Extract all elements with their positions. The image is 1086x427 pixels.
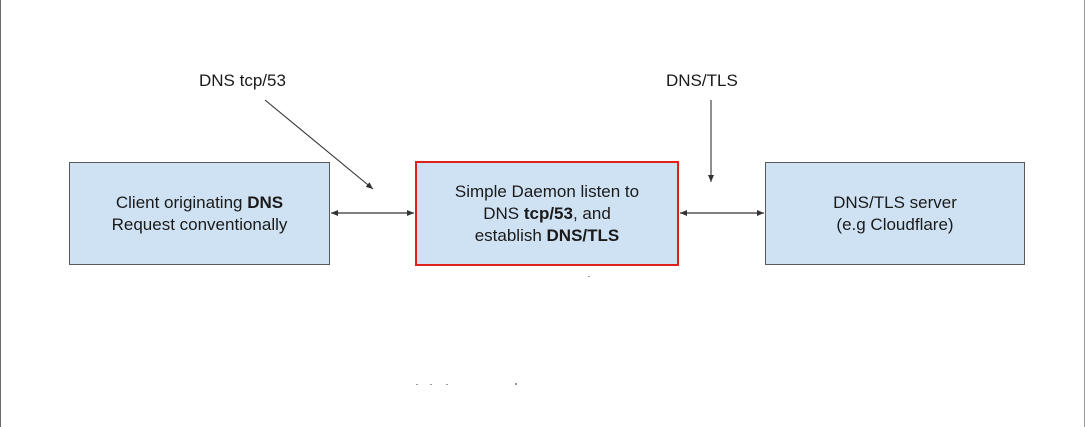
speck-1 [588,276,590,277]
daemon-line1: Simple Daemon listen to [454,181,640,201]
server-line1: DNS/TLS server [833,192,957,212]
daemon-line2-suffix: , and [572,203,611,223]
client-line2: Request conventionally [111,214,288,234]
daemon-line2-prefix: DNS [483,203,524,223]
client-node-text: Client originating DNS Request conventio… [112,192,288,236]
client-node: Client originating DNS Request conventio… [69,162,330,265]
speck-5 [515,383,517,385]
label-dns-tcp53: DNS tcp/53 [199,71,286,90]
daemon-line3-bold: DNS/TLS [546,225,620,245]
tcp53-pointer-arrow [264,99,374,190]
speck-4 [446,384,448,385]
daemon-node: Simple Daemon listen to DNS tcp/53, and … [415,161,679,266]
daemon-line2-bold: tcp/53 [523,203,573,223]
speck-2 [416,384,418,385]
client-line1-bold: DNS [247,192,284,212]
daemon-node-text: Simple Daemon listen to DNS tcp/53, and … [455,181,639,247]
speck-3 [430,384,432,385]
daemon-line3-prefix: establish [474,225,547,245]
label-dns-tls: DNS/TLS [666,71,738,90]
server-line2: (e.g Cloudflare) [836,214,954,234]
client-line1-prefix: Client originating [115,192,248,212]
server-node: DNS/TLS server (e.g Cloudflare) [765,162,1025,265]
server-node-text: DNS/TLS server (e.g Cloudflare) [833,192,957,236]
canvas-left-border [0,0,1,427]
canvas-right-border [1084,0,1085,427]
